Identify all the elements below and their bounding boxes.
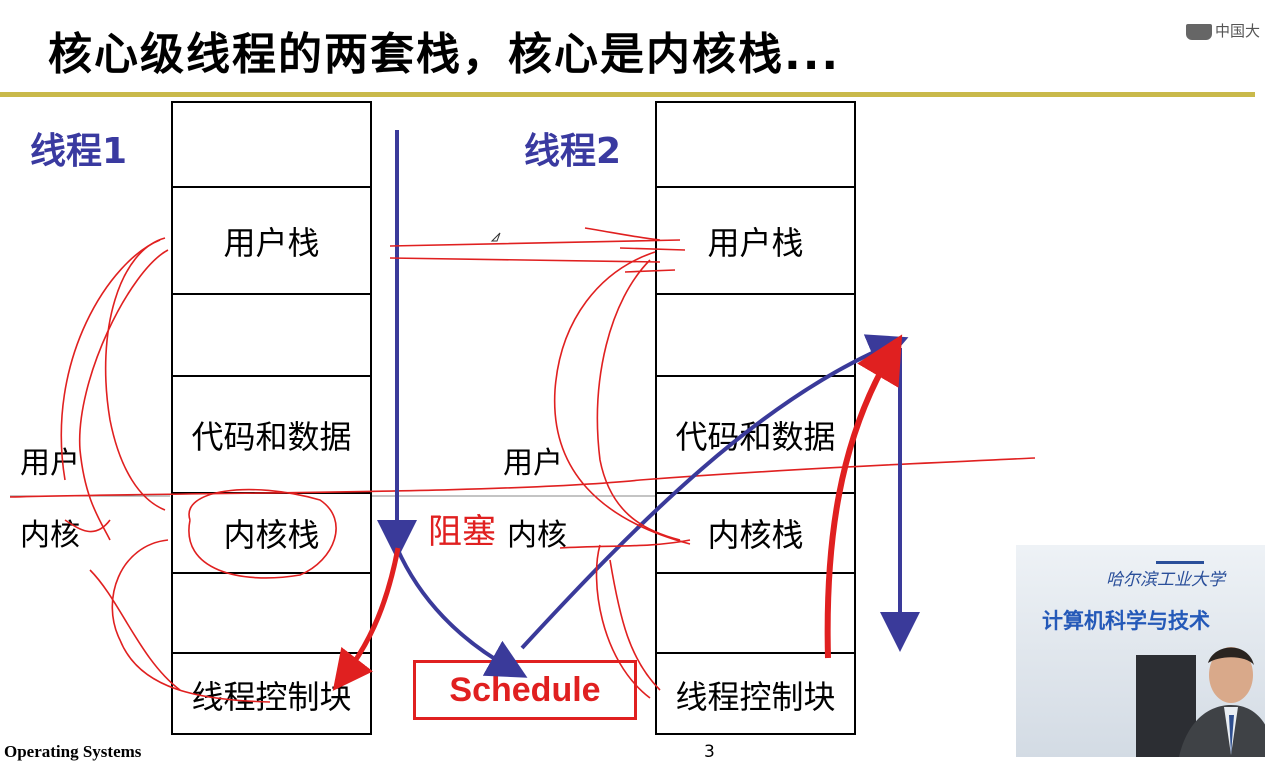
thread1-tcb: 线程控制块 [173,652,370,735]
mooc-logo: 中国大 [1186,20,1260,41]
red-arrow-to-tcb1 [332,547,401,691]
slide-title: 核心级线程的两套栈，核心是内核栈... [48,29,841,80]
thread1-cell-gap2 [173,572,370,652]
blue-arrow-to-schedule [395,547,528,678]
cursor-icon [490,232,501,242]
thread2-cell-gap [657,293,854,375]
thread2-kernel-stack: 内核栈 [657,492,854,572]
page-number: 3 [704,742,715,762]
thread1-cell-gap [173,293,370,375]
blocked-label: 阻塞 [428,512,496,552]
thread1-label: 线程1 [30,131,128,172]
handwritten-strokes [60,227,691,703]
footer-text: Operating Systems [4,742,142,761]
lecturer-figure [1136,647,1265,757]
thread2-tcb: 线程控制块 [657,652,854,735]
mode-boundary-handdrawn [9,457,1036,498]
thread2-user-stack: 用户栈 [657,186,854,293]
user-mode-label-mid: 用户 [503,446,563,481]
thread1-user-stack: 用户栈 [173,186,370,293]
thread1-code-data: 代码和数据 [173,375,370,492]
school-crest-icon [1156,547,1204,564]
thread2-cell-gap2 [657,572,854,652]
book-icon [1186,23,1212,40]
logo-text: 中国大 [1215,22,1261,40]
red-arrow-up-thread2 [824,334,903,659]
thread2-memory-column: 用户栈 代码和数据 内核栈 线程控制块 [655,101,856,735]
kernel-mode-label-mid: 内核 [507,518,567,553]
thread2-label: 线程2 [524,131,622,172]
school-name: 哈尔滨工业大学 [1106,570,1225,590]
lecturer-video-overlay[interactable]: 哈尔滨工业大学 计算机科学与技术 [1016,545,1265,757]
blue-arrow-to-thread2 [520,334,909,650]
user-mode-label-left: 用户 [20,446,80,481]
title-divider [0,92,1255,97]
thread1-memory-column: 用户栈 代码和数据 内核栈 线程控制块 [171,101,372,735]
department-name: 计算机科学与技术 [1042,609,1210,633]
